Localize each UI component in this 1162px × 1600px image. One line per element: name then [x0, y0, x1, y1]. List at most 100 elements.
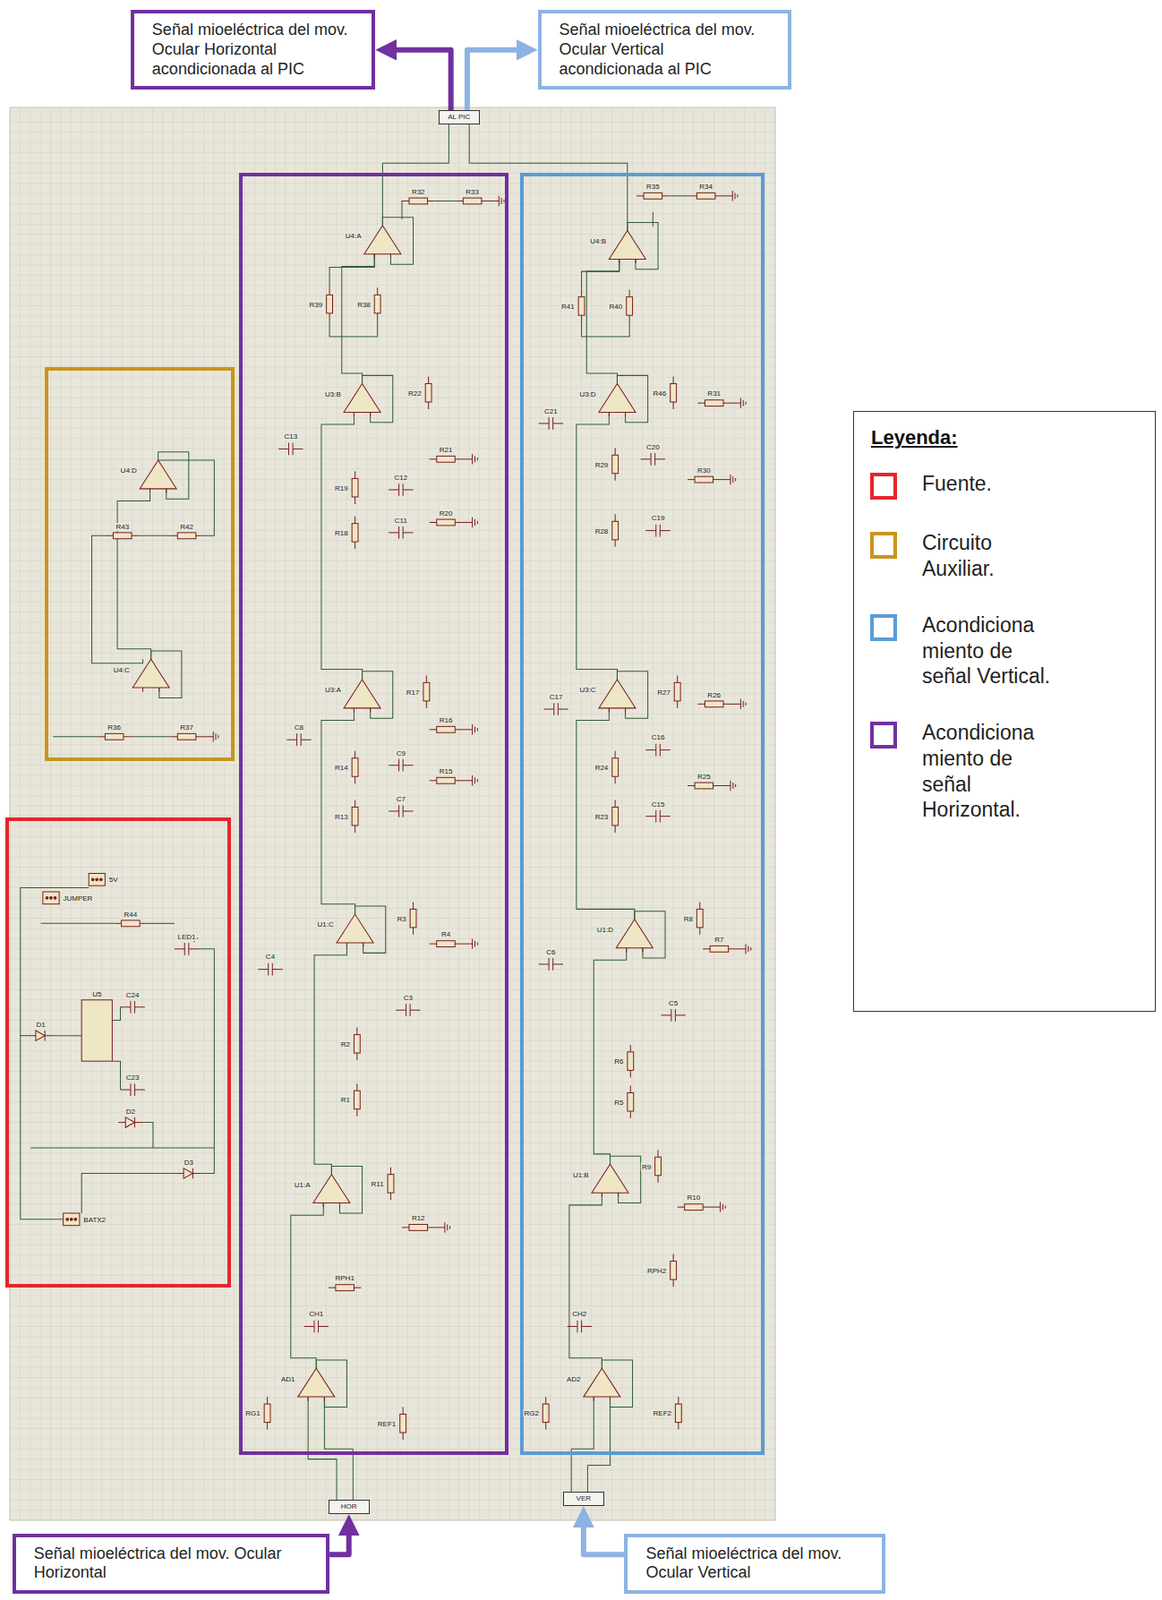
- wire: [352, 1448, 354, 1500]
- component-label: C4: [264, 952, 276, 961]
- resistor-symbol: [429, 724, 479, 735]
- component-label: R20: [438, 509, 454, 518]
- wire: [130, 735, 171, 737]
- wire: [571, 1448, 573, 1492]
- component-label: D2: [125, 1107, 137, 1116]
- component-label: R6: [613, 1057, 624, 1066]
- wire: [581, 258, 620, 290]
- component-label: R21: [438, 445, 454, 454]
- resistor-symbol: [351, 751, 359, 784]
- capacitor-symbol: [257, 963, 282, 976]
- component-label: U4:B: [589, 236, 607, 245]
- wire: [569, 1192, 602, 1368]
- component-label: R9: [640, 1162, 652, 1171]
- connector-box: HOR: [328, 1499, 370, 1514]
- connector-symbol: [42, 891, 60, 905]
- component-label: R1: [340, 1095, 351, 1104]
- component-label: R40: [608, 301, 624, 310]
- opamp-symbol: [591, 1163, 629, 1197]
- resistor-symbol: [612, 799, 619, 832]
- component-label: R32: [410, 187, 427, 197]
- resistor-symbol: [455, 196, 505, 206]
- components: [28, 190, 752, 1440]
- resistor-symbol: [542, 1396, 549, 1429]
- component-label: C24: [125, 991, 141, 1000]
- component-label: R43: [114, 522, 130, 531]
- diode-symbol: [176, 1168, 201, 1179]
- component-label: C13: [282, 432, 299, 441]
- resistor-symbol: [170, 731, 219, 742]
- component-label: C21: [543, 407, 559, 416]
- resistor-symbol: [106, 532, 139, 539]
- wire: [290, 1203, 324, 1369]
- wire: [321, 411, 363, 680]
- capacitor-symbol: [645, 524, 670, 538]
- legend-row: Circuito Auxiliar.: [870, 529, 1139, 582]
- resistor-symbol: [351, 516, 359, 549]
- resistor-symbol: [425, 376, 432, 410]
- node-text: Señal mioeléctrica del mov. Ocular Verti…: [559, 20, 771, 79]
- component-label: RG2: [522, 1409, 539, 1418]
- legend-text: Acondiciona miento de señal Vertical.: [922, 612, 1053, 690]
- component-label: R17: [405, 687, 421, 696]
- component-label: R13: [333, 811, 350, 821]
- component-label: U4:D: [119, 466, 138, 475]
- wire: [576, 708, 635, 920]
- legend-swatch: [870, 721, 898, 749]
- component-label: C12: [393, 473, 410, 482]
- connector-symbol: [63, 1213, 80, 1226]
- wires: [20, 162, 691, 1465]
- capacitor-symbol: [278, 443, 303, 456]
- opamp-symbol: [615, 919, 653, 952]
- resistor-symbol: [697, 397, 746, 408]
- diode-symbol: [28, 1030, 53, 1041]
- component-label: R19: [333, 483, 350, 492]
- wire: [111, 1007, 120, 1021]
- capacitor-symbol: [538, 417, 564, 430]
- wire: [336, 1459, 338, 1501]
- wire: [30, 1147, 214, 1149]
- connector-box: AL PIC: [438, 110, 480, 125]
- capacitor-symbol: [286, 733, 311, 746]
- resistor-symbol: [328, 1284, 361, 1291]
- component-label: R36: [106, 723, 122, 732]
- component-label: R38: [356, 299, 372, 308]
- signal-arrow: [385, 50, 451, 111]
- wire: [307, 1396, 337, 1460]
- legend-row: Acondiciona miento de señal Horizontal.: [870, 719, 1139, 823]
- component-label: U1:A: [293, 1180, 312, 1189]
- legend-swatch: [870, 614, 898, 641]
- wire: [341, 254, 375, 385]
- capacitor-symbol: [395, 1003, 420, 1017]
- wire: [52, 1034, 82, 1036]
- wire: [20, 887, 64, 1219]
- capacitor-symbol: [119, 1000, 145, 1014]
- wire: [52, 735, 98, 737]
- component-label: CH1: [307, 1309, 325, 1318]
- resistor-symbol: [114, 920, 147, 927]
- wire: [434, 200, 456, 202]
- component-label: R15: [438, 767, 454, 776]
- component-label: RPH1: [334, 1273, 356, 1282]
- legend-text: Fuente.: [922, 470, 1053, 497]
- component-label: JUMPER: [62, 893, 94, 902]
- resistor-symbol: [702, 943, 752, 954]
- regulator-symbol: [81, 999, 112, 1061]
- capacitor-symbol: [388, 526, 413, 539]
- component-label: U3:A: [324, 685, 342, 694]
- component-label: C8: [293, 723, 305, 732]
- legend-text: Circuito Auxiliar.: [922, 529, 1053, 582]
- component-label: R34: [698, 182, 714, 191]
- horizontal-region: [240, 174, 507, 1453]
- component-label: U1:B: [572, 1170, 590, 1179]
- power-region: [7, 819, 230, 1286]
- legend-title: Leyenda:: [870, 426, 1139, 450]
- resistor-symbol: [697, 699, 746, 710]
- capacitor-symbol: [388, 759, 413, 772]
- component-label: BATX2: [82, 1214, 107, 1223]
- component-label: C20: [645, 443, 661, 452]
- legend-swatch: [870, 472, 898, 500]
- component-label: C11: [393, 516, 409, 525]
- resistor-symbol: [674, 1396, 682, 1429]
- component-label: R10: [686, 1193, 702, 1202]
